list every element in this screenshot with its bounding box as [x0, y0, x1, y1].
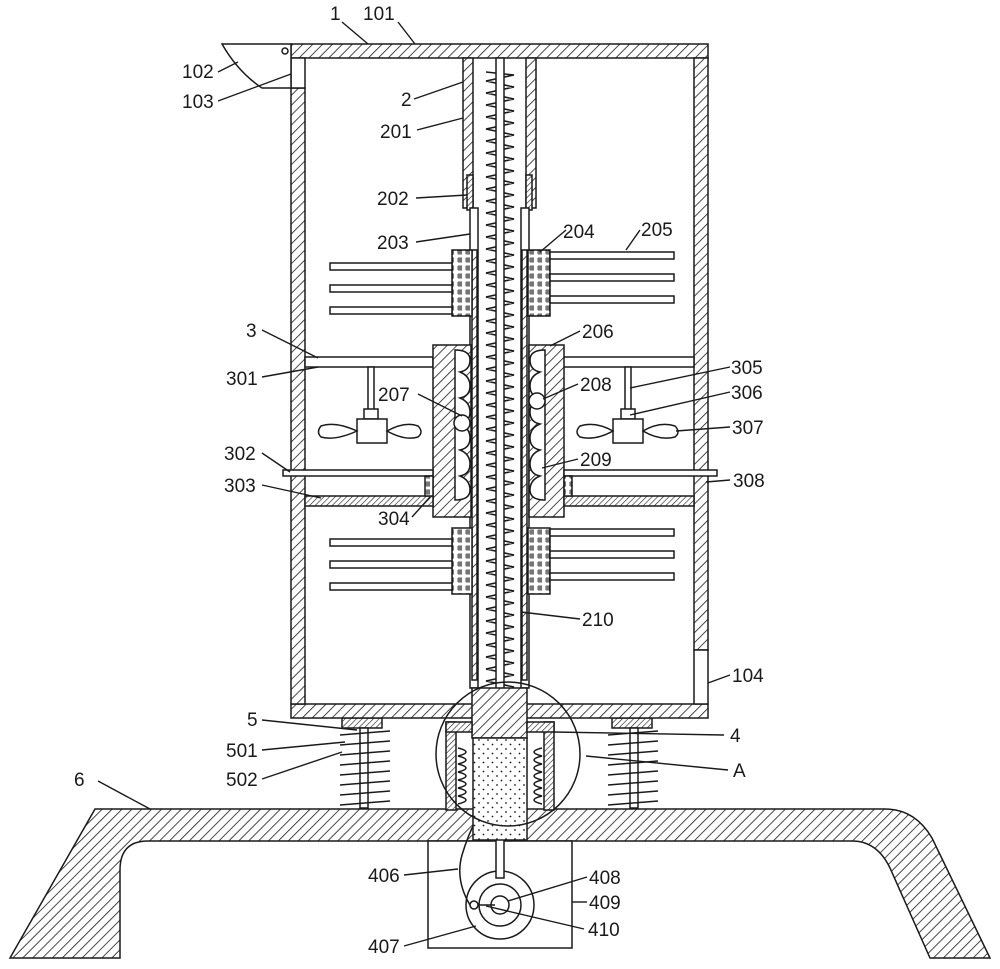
label-205: 205: [641, 220, 673, 241]
label-203: 203: [377, 233, 409, 254]
label-202: 202: [377, 189, 409, 210]
fan-left: [317, 366, 422, 444]
label-307: 307: [732, 418, 764, 439]
label-A: A: [733, 761, 746, 782]
lower-blade-set: [329, 527, 675, 595]
label-103: 103: [182, 92, 214, 113]
label-4: 4: [730, 726, 741, 747]
label-3: 3: [246, 321, 257, 342]
label-301: 301: [226, 369, 258, 390]
label-210: 210: [582, 610, 614, 631]
label-204: 204: [563, 222, 595, 243]
spring-mount-left: [339, 717, 391, 809]
label-207: 207: [378, 385, 410, 406]
label-501: 501: [226, 741, 258, 762]
label-407: 407: [368, 937, 400, 958]
label-303: 303: [224, 476, 256, 497]
label-201: 201: [380, 122, 412, 143]
label-306: 306: [731, 383, 763, 404]
label-101: 101: [363, 4, 395, 25]
label-304: 304: [378, 509, 410, 530]
label-406: 406: [368, 866, 400, 887]
label-104: 104: [732, 666, 764, 687]
partition-assembly: [282, 344, 718, 518]
label-408: 408: [589, 868, 621, 889]
label-2: 2: [401, 90, 412, 111]
label-410: 410: [588, 920, 620, 941]
upper-blade-set: [329, 249, 675, 317]
label-208: 208: [580, 375, 612, 396]
fan-right: [576, 366, 679, 444]
label-206: 206: [582, 322, 614, 343]
label-502: 502: [226, 770, 258, 791]
label-305: 305: [731, 358, 763, 379]
label-5: 5: [247, 710, 258, 731]
label-209: 209: [580, 450, 612, 471]
bottom-coupling: [435, 681, 581, 841]
label-6: 6: [74, 770, 85, 791]
label-102: 102: [182, 62, 214, 83]
label-1: 1: [330, 4, 341, 25]
label-409: 409: [589, 893, 621, 914]
reference-labels: 1 101 102 103 2 201 202 203 204 205 3 20…: [74, 4, 765, 958]
leader-lines: [97, 21, 731, 947]
central-shaft-assembly: [462, 57, 537, 879]
label-308: 308: [733, 471, 765, 492]
label-302: 302: [224, 444, 256, 465]
